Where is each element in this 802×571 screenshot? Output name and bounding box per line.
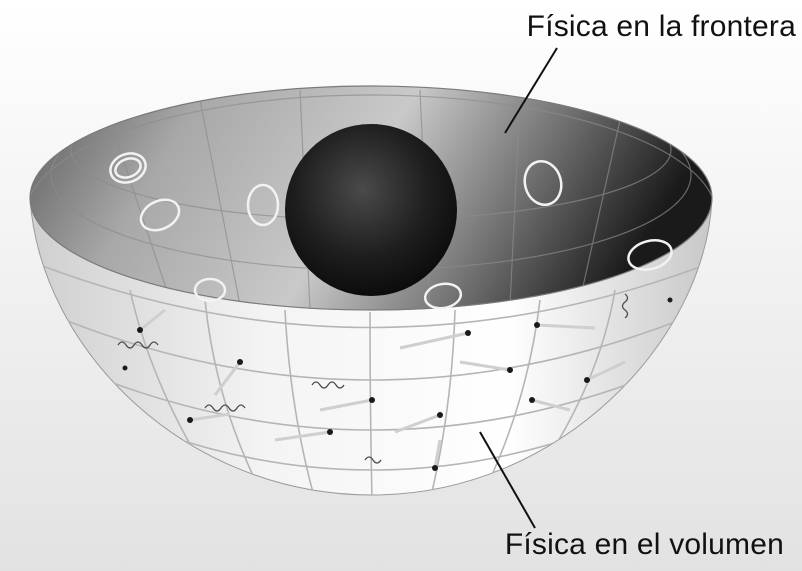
bulk-label: Física en el volumen [504, 528, 784, 561]
bulk-particles [117, 293, 673, 471]
boundary-rings [109, 152, 673, 310]
boundary-label: Física en la frontera [526, 10, 796, 43]
boundary-pointer-line [504, 47, 558, 134]
bulk-grid [39, 264, 706, 495]
black-hole-sphere [285, 124, 457, 296]
bulk-pointer-line [479, 431, 536, 529]
